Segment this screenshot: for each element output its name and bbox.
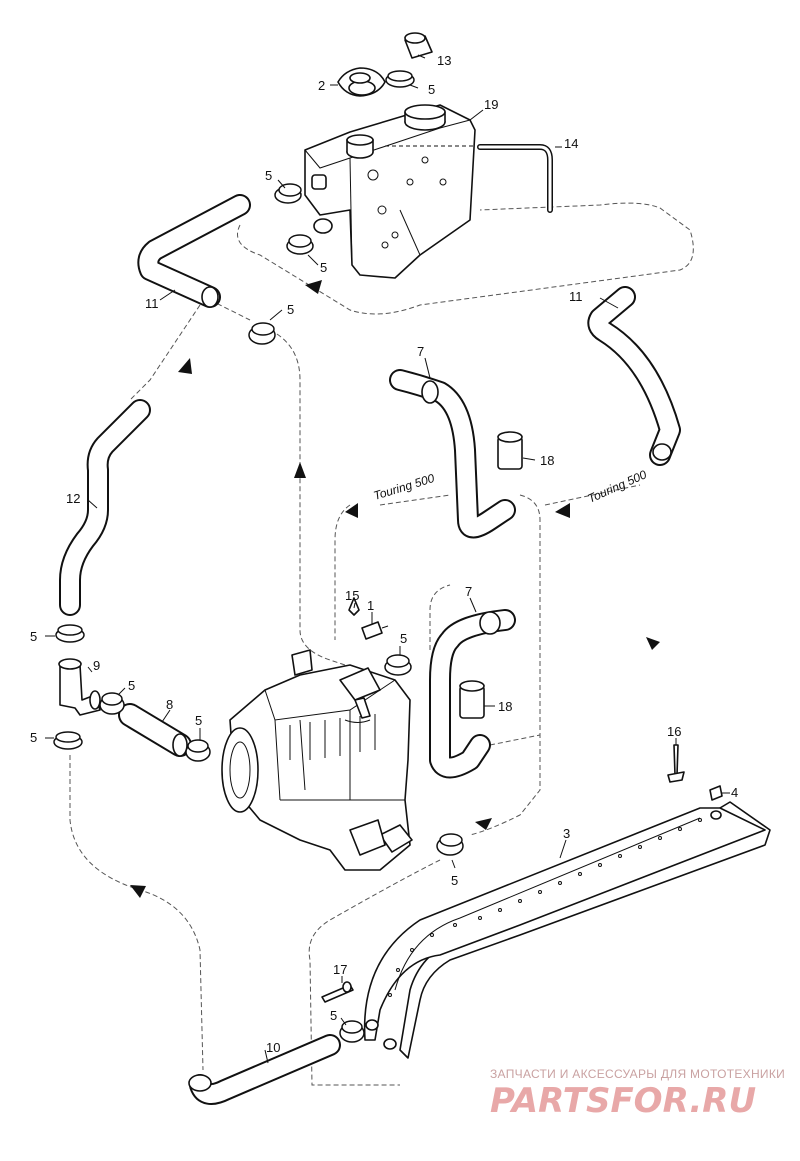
watermark-logo: PARTSFOR.RU xyxy=(490,1081,756,1121)
small-sleeve xyxy=(404,32,433,59)
clamp xyxy=(55,624,85,643)
rivet-row xyxy=(388,818,702,997)
callout-13: 13 xyxy=(437,53,451,68)
callout-4: 4 xyxy=(731,785,738,800)
callout-5: 5 xyxy=(330,1008,337,1023)
callout-5: 5 xyxy=(451,873,458,888)
clamp xyxy=(385,70,415,88)
clamp xyxy=(99,692,125,715)
clamp xyxy=(384,654,412,676)
flow-arrow xyxy=(475,818,492,830)
callouts: 2 13 5 19 14 5 5 5 11 11 7 18 12 15 1 7 … xyxy=(30,53,738,1055)
flow-arrow xyxy=(294,462,306,478)
temp-sensor xyxy=(361,621,389,640)
callout-9: 9 xyxy=(93,658,100,673)
coolant-reservoir xyxy=(304,104,476,279)
reservoir-cap xyxy=(337,67,386,97)
callout-5: 5 xyxy=(428,82,435,97)
watermark: ЗАПЧАСТИ И АКСЕССУАРЫ ДЛЯ МОТОТЕХНИКИ PA… xyxy=(490,1067,785,1121)
callout-19: 19 xyxy=(484,97,498,112)
callout-8: 8 xyxy=(166,697,173,712)
callout-16: 16 xyxy=(667,724,681,739)
clamps xyxy=(53,70,464,1043)
fitting xyxy=(321,981,354,1003)
hose-12 xyxy=(59,399,151,616)
hose-7-lower xyxy=(429,609,516,779)
note-touring-500-right: Touring 500 xyxy=(586,467,649,506)
callout-15: 15 xyxy=(345,588,359,603)
sleeve-18-upper xyxy=(497,431,523,470)
flow-arrow xyxy=(345,503,358,518)
callout-2: 2 xyxy=(318,78,325,93)
t-fitting xyxy=(58,658,101,716)
clamp xyxy=(185,739,211,762)
hose-10 xyxy=(188,1034,341,1105)
callout-5: 5 xyxy=(265,168,272,183)
callout-18: 18 xyxy=(498,699,512,714)
drain-plug xyxy=(709,785,723,820)
flow-arrow xyxy=(305,280,322,294)
callout-14: 14 xyxy=(564,136,578,151)
flow-arrow xyxy=(555,503,570,518)
watermark-tagline: ЗАПЧАСТИ И АКСЕССУАРЫ ДЛЯ МОТОТЕХНИКИ xyxy=(490,1067,785,1081)
callout-5: 5 xyxy=(320,260,327,275)
callout-5: 5 xyxy=(30,730,37,745)
flow-arrow xyxy=(178,358,192,374)
callout-5: 5 xyxy=(400,631,407,646)
callout-5: 5 xyxy=(287,302,294,317)
hose-7-upper xyxy=(389,369,516,539)
heat-exchanger xyxy=(363,801,771,1059)
callout-1: 1 xyxy=(367,598,374,613)
clamp xyxy=(274,183,302,204)
flow-arrow xyxy=(130,885,146,898)
callout-17: 17 xyxy=(333,962,347,977)
callout-5: 5 xyxy=(128,678,135,693)
flow-arrow xyxy=(646,637,660,650)
clamp xyxy=(436,833,464,856)
hose-8 xyxy=(118,703,192,757)
clamp xyxy=(53,731,83,750)
hose-11-right xyxy=(587,286,681,466)
callout-7: 7 xyxy=(465,584,472,599)
overflow-tube xyxy=(477,144,553,213)
callout-11: 11 xyxy=(145,296,159,311)
callout-12: 12 xyxy=(66,491,80,506)
engine xyxy=(221,649,413,871)
hose-11-left xyxy=(137,194,251,308)
callout-5: 5 xyxy=(195,713,202,728)
callout-5: 5 xyxy=(30,629,37,644)
clamp xyxy=(248,322,276,345)
callout-7: 7 xyxy=(417,344,424,359)
callout-11: 11 xyxy=(569,289,583,304)
clamp xyxy=(286,234,314,255)
callout-10: 10 xyxy=(266,1040,280,1055)
leader-lines xyxy=(45,54,730,1064)
callout-3: 3 xyxy=(563,826,570,841)
bleed-screw xyxy=(667,744,685,783)
clamp xyxy=(339,1020,365,1043)
note-touring-500-left: Touring 500 xyxy=(372,471,437,503)
sleeve-18-lower xyxy=(459,680,485,719)
callout-18: 18 xyxy=(540,453,554,468)
